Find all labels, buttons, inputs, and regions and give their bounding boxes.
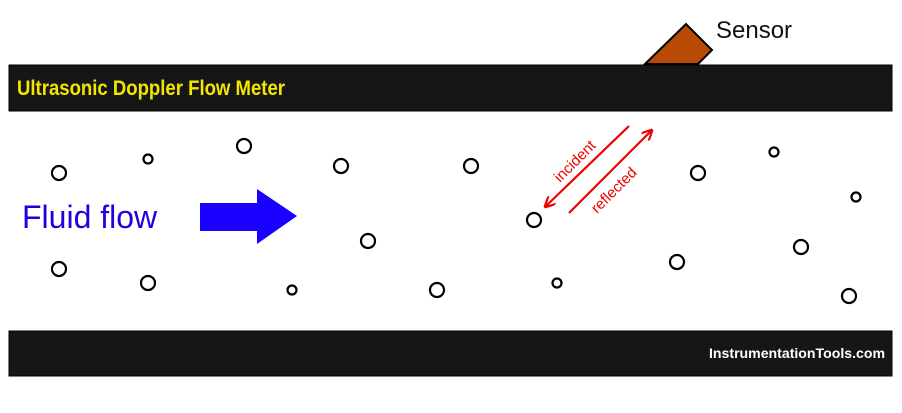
particle bbox=[50, 164, 68, 182]
incident-arrow bbox=[546, 125, 630, 206]
particle bbox=[428, 281, 446, 299]
pipe-wall-bottom bbox=[8, 330, 893, 377]
watermark: InstrumentationTools.com bbox=[709, 345, 885, 361]
particle bbox=[525, 211, 543, 229]
particle bbox=[462, 157, 480, 175]
particle bbox=[139, 274, 157, 292]
particle bbox=[50, 260, 68, 278]
particle bbox=[332, 157, 350, 175]
sensor-label: Sensor bbox=[716, 17, 792, 44]
particle bbox=[235, 137, 253, 155]
particles bbox=[50, 137, 862, 305]
flow-arrow bbox=[200, 189, 297, 244]
sensor-body bbox=[642, 22, 714, 65]
diagram-title: Ultrasonic Doppler Flow Meter bbox=[17, 77, 285, 100]
particle bbox=[551, 277, 563, 289]
particle bbox=[792, 238, 810, 256]
reflected-label: reflected bbox=[588, 164, 641, 217]
particle bbox=[359, 232, 377, 250]
particle bbox=[768, 146, 780, 158]
particle bbox=[142, 153, 154, 165]
reflected-arrow bbox=[568, 131, 651, 214]
particle bbox=[668, 253, 686, 271]
particle bbox=[840, 287, 858, 305]
particle bbox=[850, 191, 862, 203]
particle bbox=[689, 164, 707, 182]
pipe-wall-top bbox=[8, 64, 893, 112]
fluid-flow-label: Fluid flow bbox=[22, 199, 158, 235]
particle bbox=[286, 284, 298, 296]
